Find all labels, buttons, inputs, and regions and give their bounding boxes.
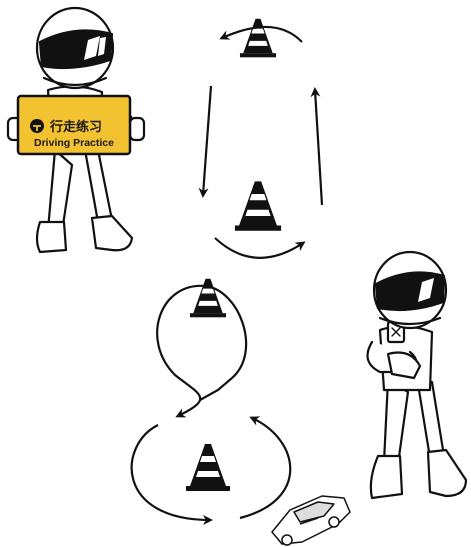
left-boot (35, 220, 68, 254)
traffic-cone-icon (189, 278, 227, 318)
traffic-cone-icon (186, 444, 230, 491)
toy-car-icon (271, 495, 351, 546)
sign-title-cn: 行走练习 (49, 119, 102, 135)
traffic-cone-icon (234, 181, 282, 231)
curved-arrow-icon (130, 424, 213, 525)
practice-sign: 行走练习 Driving Practice (16, 94, 132, 156)
curved-arrow-icon (219, 25, 303, 43)
steering-wheel-icon (30, 119, 44, 133)
instructor-with-remote-control (366, 250, 468, 500)
right-boot (90, 214, 134, 252)
right-boot (426, 448, 468, 498)
curved-arrow-icon (214, 237, 306, 259)
sign-title-en: Driving Practice (34, 137, 114, 149)
figure-eight-path (156, 284, 248, 418)
left-boot (369, 454, 404, 500)
oval-circuit (198, 18, 324, 259)
figure-eight-circuit (130, 278, 292, 525)
visor (374, 271, 446, 312)
traffic-cone-icon (239, 18, 277, 58)
straight-arrow-icon (310, 87, 324, 206)
straight-arrow-icon (198, 85, 213, 198)
figure-eight-path (199, 377, 233, 401)
curved-arrow-icon (239, 416, 292, 520)
